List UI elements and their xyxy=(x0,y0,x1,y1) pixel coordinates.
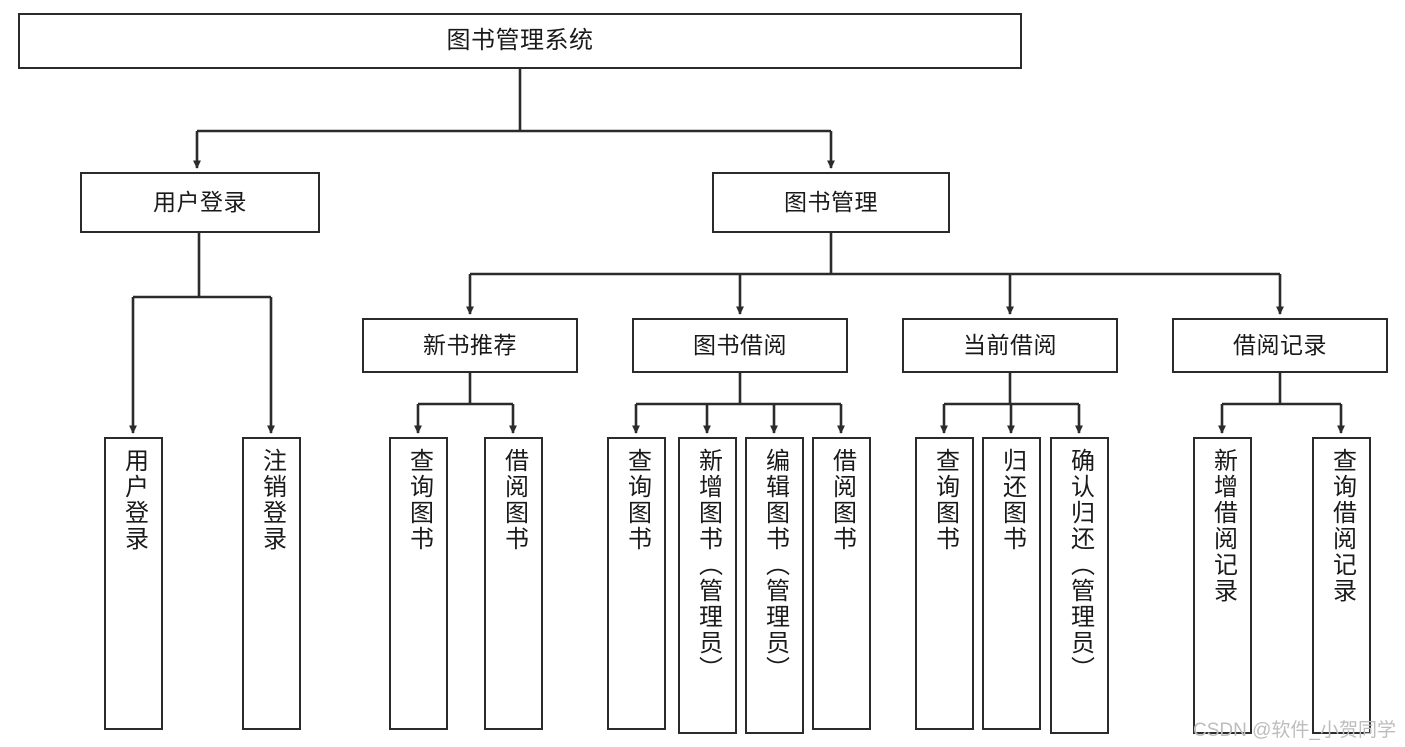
node-label: 确认归还（管理员） xyxy=(1066,448,1094,682)
node-label: 用户登录 xyxy=(153,188,247,215)
node-label: 当前借阅 xyxy=(963,331,1057,358)
node-leaf-user-login[interactable]: 用户登录 xyxy=(104,437,163,730)
node-label: 用户登录 xyxy=(120,448,148,552)
node-leaf-add-record[interactable]: 新增借阅记录 xyxy=(1193,437,1252,734)
node-book-management-system[interactable]: 图书管理系统 xyxy=(18,13,1022,69)
node-borrow-record[interactable]: 借阅记录 xyxy=(1172,318,1388,373)
node-leaf-confirm-return[interactable]: 确认归还（管理员） xyxy=(1050,437,1109,734)
node-current-borrow[interactable]: 当前借阅 xyxy=(902,318,1118,373)
node-label: 编辑图书（管理员） xyxy=(761,448,789,682)
node-leaf-borrow-book-1[interactable]: 借阅图书 xyxy=(484,437,543,730)
node-leaf-query-book-3[interactable]: 查询图书 xyxy=(915,437,974,730)
node-label: 图书管理系统 xyxy=(446,26,594,54)
node-user-login[interactable]: 用户登录 xyxy=(80,172,320,233)
node-leaf-query-record[interactable]: 查询借阅记录 xyxy=(1312,437,1371,734)
node-label: 借阅图书 xyxy=(828,448,856,552)
node-label: 查询图书 xyxy=(931,448,959,552)
node-leaf-add-book[interactable]: 新增图书（管理员） xyxy=(678,437,737,734)
node-label: 借阅记录 xyxy=(1233,331,1327,358)
node-label: 新增借阅记录 xyxy=(1209,448,1237,604)
node-new-book-recommend[interactable]: 新书推荐 xyxy=(362,318,578,373)
node-label: 注销登录 xyxy=(258,448,286,552)
node-book-borrow[interactable]: 图书借阅 xyxy=(632,318,848,373)
node-label: 查询图书 xyxy=(623,448,651,552)
node-label: 新增图书（管理员） xyxy=(694,448,722,682)
node-leaf-return-book[interactable]: 归还图书 xyxy=(982,437,1041,730)
node-leaf-query-book-1[interactable]: 查询图书 xyxy=(389,437,448,730)
node-leaf-edit-book[interactable]: 编辑图书（管理员） xyxy=(745,437,804,734)
node-leaf-query-book-2[interactable]: 查询图书 xyxy=(607,437,666,730)
node-label: 归还图书 xyxy=(998,448,1026,552)
node-label: 新书推荐 xyxy=(423,331,517,358)
node-book-manage[interactable]: 图书管理 xyxy=(712,172,950,233)
node-label: 查询图书 xyxy=(405,448,433,552)
node-label: 图书借阅 xyxy=(693,331,787,358)
node-label: 图书管理 xyxy=(784,188,878,215)
node-label: 查询借阅记录 xyxy=(1328,448,1356,604)
node-leaf-logout-login[interactable]: 注销登录 xyxy=(242,437,301,730)
node-label: 借阅图书 xyxy=(500,448,528,552)
node-leaf-borrow-book-2[interactable]: 借阅图书 xyxy=(812,437,871,730)
